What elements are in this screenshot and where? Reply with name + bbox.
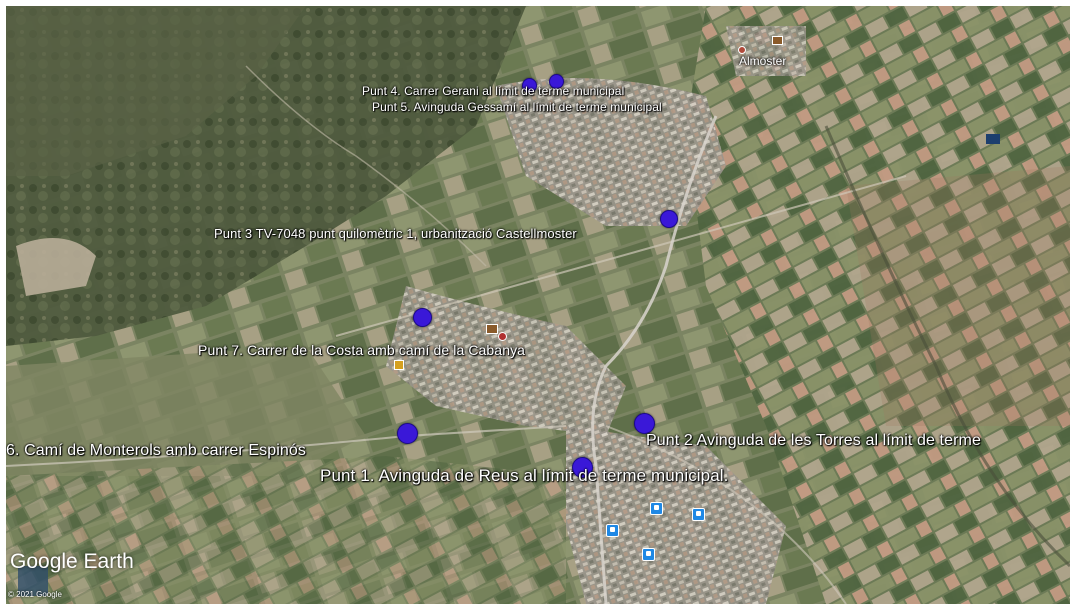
marker-point-6[interactable] — [397, 423, 418, 444]
landmark-icon[interactable] — [772, 36, 783, 45]
label-point-7[interactable]: Punt 7. Carrer de la Costa amb camí de l… — [198, 342, 526, 358]
marker-point-7[interactable] — [413, 308, 432, 327]
satellite-map[interactable]: Almoster Punt 4. Carrer Gerani al límit … — [6, 6, 1070, 604]
marker-point-1[interactable] — [572, 457, 593, 478]
satellite-terrain — [6, 6, 1070, 604]
label-point-2[interactable]: Punt 2 Avinguda de les Torres al límit d… — [646, 432, 981, 449]
bus-stop-icon[interactable] — [606, 524, 619, 537]
marker-point-2[interactable] — [634, 413, 655, 434]
landmark-icon[interactable] — [486, 324, 498, 334]
marker-point-5[interactable] — [549, 74, 564, 89]
bus-stop-icon[interactable] — [692, 508, 705, 521]
town-label-almoster[interactable]: Almoster — [739, 54, 787, 68]
bus-stop-icon[interactable] — [650, 502, 663, 515]
school-icon[interactable] — [394, 360, 404, 370]
place-pin-icon[interactable] — [498, 332, 507, 341]
google-earth-logo: Google Earth — [10, 550, 134, 573]
label-point-4[interactable]: Punt 4. Carrer Gerani al límit de terme … — [362, 84, 625, 98]
bus-stop-icon[interactable] — [642, 548, 655, 561]
copyright-text: © 2021 Google — [8, 590, 62, 599]
town-pin-icon[interactable] — [738, 46, 746, 54]
label-point-1[interactable]: Punt 1. Avinguda de Reus al límit de ter… — [320, 466, 729, 485]
label-point-6[interactable]: 6. Camí de Monterols amb carrer Espinós — [6, 442, 307, 459]
marker-point-3[interactable] — [660, 210, 678, 228]
label-point-5[interactable]: Punt 5. Avinguda Gessamí al límit de ter… — [372, 100, 662, 114]
label-point-3[interactable]: Punt 3 TV-7048 punt quilomètric 1, urban… — [214, 226, 577, 241]
marker-point-4[interactable] — [522, 78, 537, 93]
